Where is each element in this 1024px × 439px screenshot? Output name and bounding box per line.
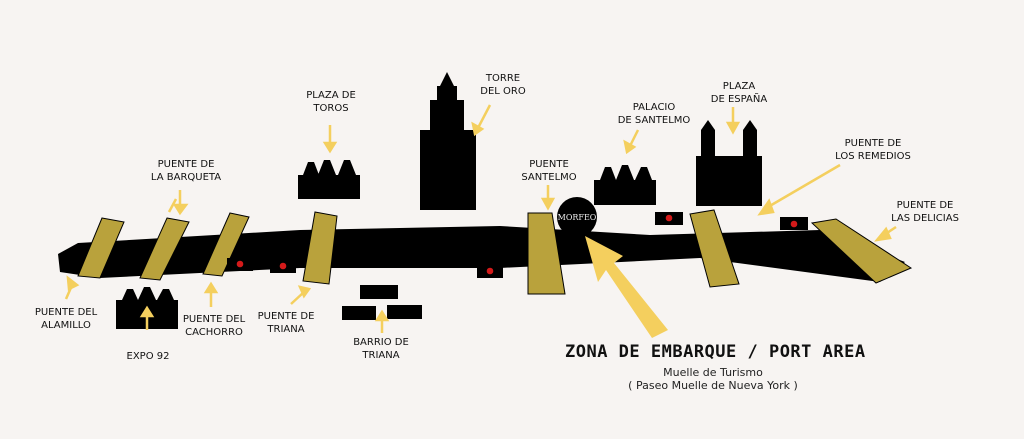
barrio-de-triana-icon — [342, 285, 422, 320]
label-barrio-de-triana: BARRIO DE TRIANA — [353, 337, 409, 361]
palacio-de-santelmo-icon — [594, 165, 656, 205]
port-area-subtitle-2: ( Paseo Muelle de Nueva York ) — [628, 379, 798, 392]
port-area-subtitle-1: Muelle de Turismo — [663, 366, 763, 379]
label-puente-de-triana: PUENTE DE TRIANA — [257, 311, 315, 335]
river — [58, 226, 905, 282]
label-plaza-de-espana: PLAZA DE ESPAÑA — [710, 81, 768, 105]
label-palacio-de-santelmo: PALACIO DE SANTELMO — [617, 102, 691, 126]
bridge-alamillo — [77, 217, 125, 279]
label-puente-de-los-remedios: PUENTE DE LOS REMEDIOS — [835, 138, 911, 162]
bridge-delicias — [810, 218, 913, 284]
bridges — [77, 209, 913, 295]
morfeo-logo-text: MORFEO — [558, 213, 597, 222]
landmarks — [116, 72, 762, 329]
label-plaza-de-toros: PLAZA DE TOROS — [306, 90, 356, 114]
label-torre-del-oro: TORRE DEL ORO — [480, 73, 526, 97]
label-puente-del-cachorro: PUENTE DEL CACHORRO — [182, 314, 246, 338]
label-expo-92: EXPO 92 — [126, 351, 170, 362]
label-puente-santelmo: PUENTE SANTELMO — [521, 159, 577, 183]
bridge-barqueta — [139, 217, 190, 281]
bridge-cachorro — [202, 212, 250, 277]
label-arrows — [64, 104, 897, 333]
label-puente-de-las-delicias: PUENTE DE LAS DELICIAS — [891, 200, 959, 224]
bridge-triana — [302, 211, 338, 285]
port-area-title: ZONA DE EMBARQUE / PORT AREA — [565, 342, 866, 362]
plaza-de-toros-icon — [298, 160, 360, 199]
label-puente-de-la-barqueta: PUENTE DE LA BARQUETA — [150, 159, 222, 183]
plaza-de-espana-icon — [696, 120, 762, 206]
morfeo-logo-icon — [557, 197, 597, 237]
port-markers — [227, 212, 808, 278]
port-area-arrow — [585, 236, 668, 338]
bridge-remedios — [689, 209, 740, 288]
torre-del-oro-icon — [420, 72, 476, 210]
label-puente-del-alamillo: PUENTE DEL ALAMILLO — [34, 307, 98, 331]
bridge-santelmo — [527, 212, 566, 295]
